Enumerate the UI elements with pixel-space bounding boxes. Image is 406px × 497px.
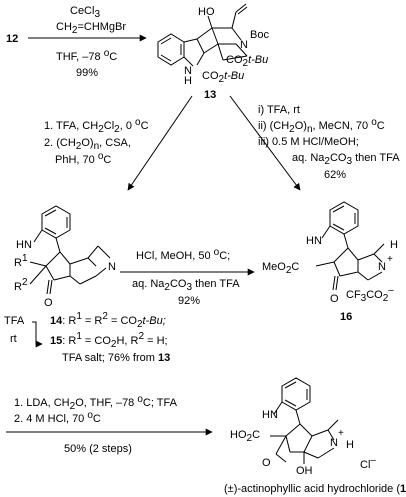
step-right-line2: ii) (CH2O)n, MeCN, 70 oC xyxy=(258,117,385,135)
compound-17-name: (±)-actinophyllic acid hydrochloride (17… xyxy=(224,483,406,495)
c13-nh-n: N xyxy=(184,65,192,77)
compound-13-label: 13 xyxy=(204,89,216,101)
arrow-13-to-16 xyxy=(229,95,301,191)
c13-ho: HO xyxy=(198,6,215,18)
step1-reagent-vinylmgbr: CH2=CHMgBr xyxy=(56,21,126,36)
step1-reagent-cecl3: CeCl3 xyxy=(70,5,100,20)
compound-17-structure xyxy=(270,377,339,464)
step-final-conditions: 1. LDA, CH2O, THF, –78 oC; TFA 2. 4 M HC… xyxy=(6,394,213,455)
c13-boc: Boc xyxy=(250,29,269,41)
c13-ester-a: CO2t-Bu xyxy=(226,54,268,69)
step-right-yield: 62% xyxy=(324,169,346,181)
arrow-13-to-14 xyxy=(127,95,193,191)
compound-12-label: 12 xyxy=(6,33,18,45)
c17-ho2c: HO2C xyxy=(230,429,260,444)
step-left-line1: 1. TFA, CH2Cl2, 0 oC xyxy=(44,117,149,135)
c13-nh-h: H xyxy=(184,75,192,87)
step-middle-line1: HCl, MeOH, 50 oC; xyxy=(136,247,230,262)
compound-14-structure xyxy=(29,205,111,295)
c14-n: N xyxy=(108,261,116,273)
step-final-line2: 2. 4 M HCl, 70 oC xyxy=(14,410,101,425)
legend-rt: rt xyxy=(10,333,17,345)
step-middle-conditions: HCl, MeOH, 50 oC; aq. Na2CO3 then TFA 92… xyxy=(132,247,240,307)
compound-13-structure xyxy=(157,3,248,67)
c16-o: O xyxy=(330,293,339,305)
c17-h: H xyxy=(346,439,354,451)
c14-r2: R2 xyxy=(14,277,28,293)
legend-14-15: TFA rt 14: R1 = R2 = CO2t-Bu; 15: R1 = C… xyxy=(4,311,170,364)
step1-reagents: 12 CeCl3 CH2=CHMgBr THF, –78 oC 99% xyxy=(6,5,147,79)
c17-o: O xyxy=(262,457,271,469)
step-middle-line2: aq. Na2CO3 then TFA xyxy=(132,278,240,293)
c17-hn: HN xyxy=(262,409,278,421)
compound-13-text: HO N Boc N H CO2t-Bu CO2t-Bu 13 xyxy=(184,6,269,101)
compound-16-text: HN MeO2C N + H O CF3CO2– 16 xyxy=(262,235,398,323)
step-right-line1: i) TFA, rt xyxy=(258,104,300,116)
c16-meo2c: MeO2C xyxy=(262,261,299,276)
step-right-line4: aq. Na2CO3 then TFA xyxy=(292,152,400,167)
legend-tfa: TFA xyxy=(4,315,25,327)
compound-17-text: HN HO2C N + H O OH Cl– (±)-actinophyllic… xyxy=(224,409,406,495)
compound-16-label: 16 xyxy=(340,311,352,323)
c16-hn: HN xyxy=(306,235,322,247)
compound-14-text: HN R1 R2 O N xyxy=(14,239,116,309)
legend-15-line2: TFA salt; 76% from 13 xyxy=(62,352,170,364)
step1-yield: 99% xyxy=(76,67,98,79)
c16-counterion: CF3CO2– xyxy=(346,285,394,304)
legend-14-text: 14: R1 = R2 = CO2t-Bu; xyxy=(50,311,166,330)
c14-o: O xyxy=(44,297,53,309)
step1-conditions: THF, –78 oC xyxy=(56,48,117,63)
step-middle-yield: 92% xyxy=(178,295,200,307)
step-right-conditions: i) TFA, rt ii) (CH2O)n, MeCN, 70 oC iii)… xyxy=(258,104,400,181)
c14-hn: HN xyxy=(16,239,32,251)
compound-16-structure xyxy=(315,201,385,291)
c13-n: N xyxy=(240,39,248,51)
legend-15-text: 15: R1 = CO2H, R2 = H; xyxy=(50,331,168,350)
legend-tfa-arrow xyxy=(32,321,43,348)
c16-h: H xyxy=(390,239,398,251)
c14-r1: R1 xyxy=(14,253,28,269)
c16-plus: + xyxy=(387,254,393,265)
c17-oh: OH xyxy=(296,465,313,477)
c17-n: N xyxy=(330,437,338,449)
step-final-yield: 50% (2 steps) xyxy=(64,443,132,455)
c16-n: N xyxy=(378,261,386,273)
step-left-line2: 2. (CH2O)n, CSA, xyxy=(44,137,131,152)
c13-ester-b: CO2t-Bu xyxy=(202,70,244,85)
step-left-conditions: 1. TFA, CH2Cl2, 0 oC 2. (CH2O)n, CSA, Ph… xyxy=(44,117,149,166)
c17-cl: Cl– xyxy=(360,455,376,471)
step-right-line3: iii) 0.5 M HCl/MeOH; xyxy=(258,136,359,148)
c17-plus: + xyxy=(338,428,344,439)
step-left-line3: PhH, 70 oC xyxy=(55,151,111,166)
step-final-line1: 1. LDA, CH2O, THF, –78 oC; TFA xyxy=(14,394,178,412)
